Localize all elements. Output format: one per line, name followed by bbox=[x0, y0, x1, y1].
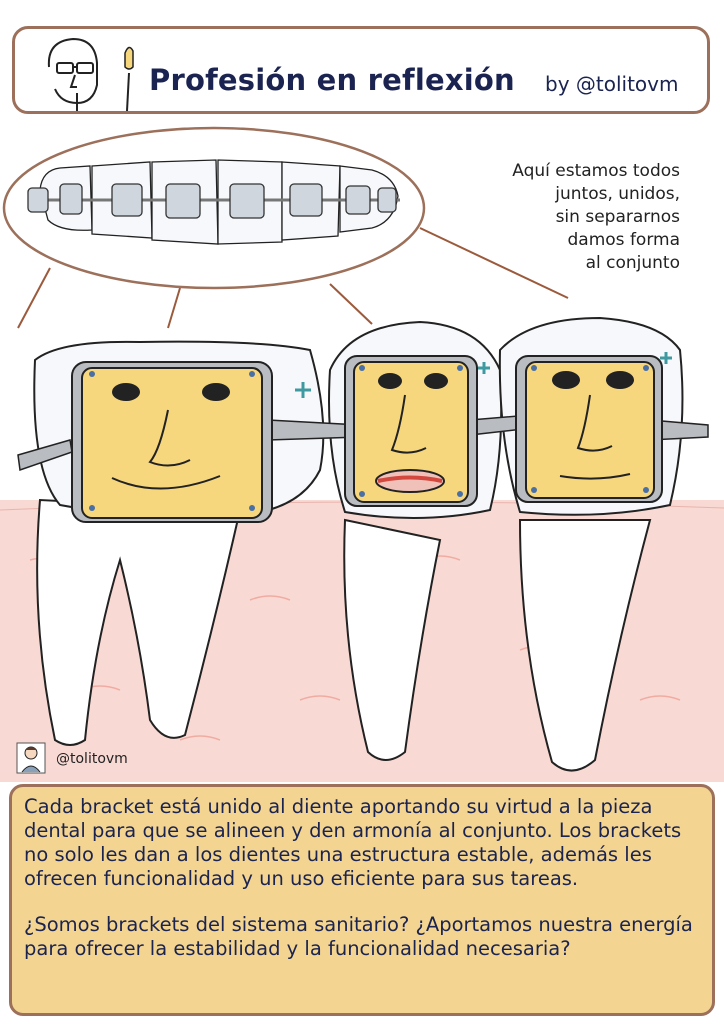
reflection-text-panel: Cada bracket está unido al diente aporta… bbox=[9, 784, 715, 1016]
speech-caption: Aquí estamos todos juntos, unidos, sin s… bbox=[440, 160, 680, 275]
caption-line: juntos, unidos, bbox=[555, 184, 680, 204]
byline: by @tolitovm bbox=[545, 72, 679, 96]
bracket-face-left bbox=[71, 361, 273, 523]
reflection-paragraph-2: ¿Somos brackets del sistema sanitario? ¿… bbox=[24, 913, 693, 960]
signature-handle: @tolitovm bbox=[56, 751, 128, 767]
page-title: Profesión en reflexión bbox=[149, 63, 515, 97]
bracket-face-right bbox=[515, 355, 663, 503]
author-avatar-icon bbox=[47, 37, 134, 112]
caption-line: Aquí estamos todos bbox=[512, 161, 680, 181]
caption-line: damos forma bbox=[567, 230, 680, 250]
caption-line: al conjunto bbox=[585, 253, 680, 273]
reflection-paragraph-1: Cada bracket está unido al diente aporta… bbox=[24, 795, 682, 890]
author-mini-avatar-icon bbox=[16, 742, 46, 774]
bracket-face-middle bbox=[344, 355, 478, 507]
caption-line: sin separarnos bbox=[555, 207, 680, 227]
header-banner: Profesión en reflexión by @tolitovm bbox=[12, 26, 710, 114]
